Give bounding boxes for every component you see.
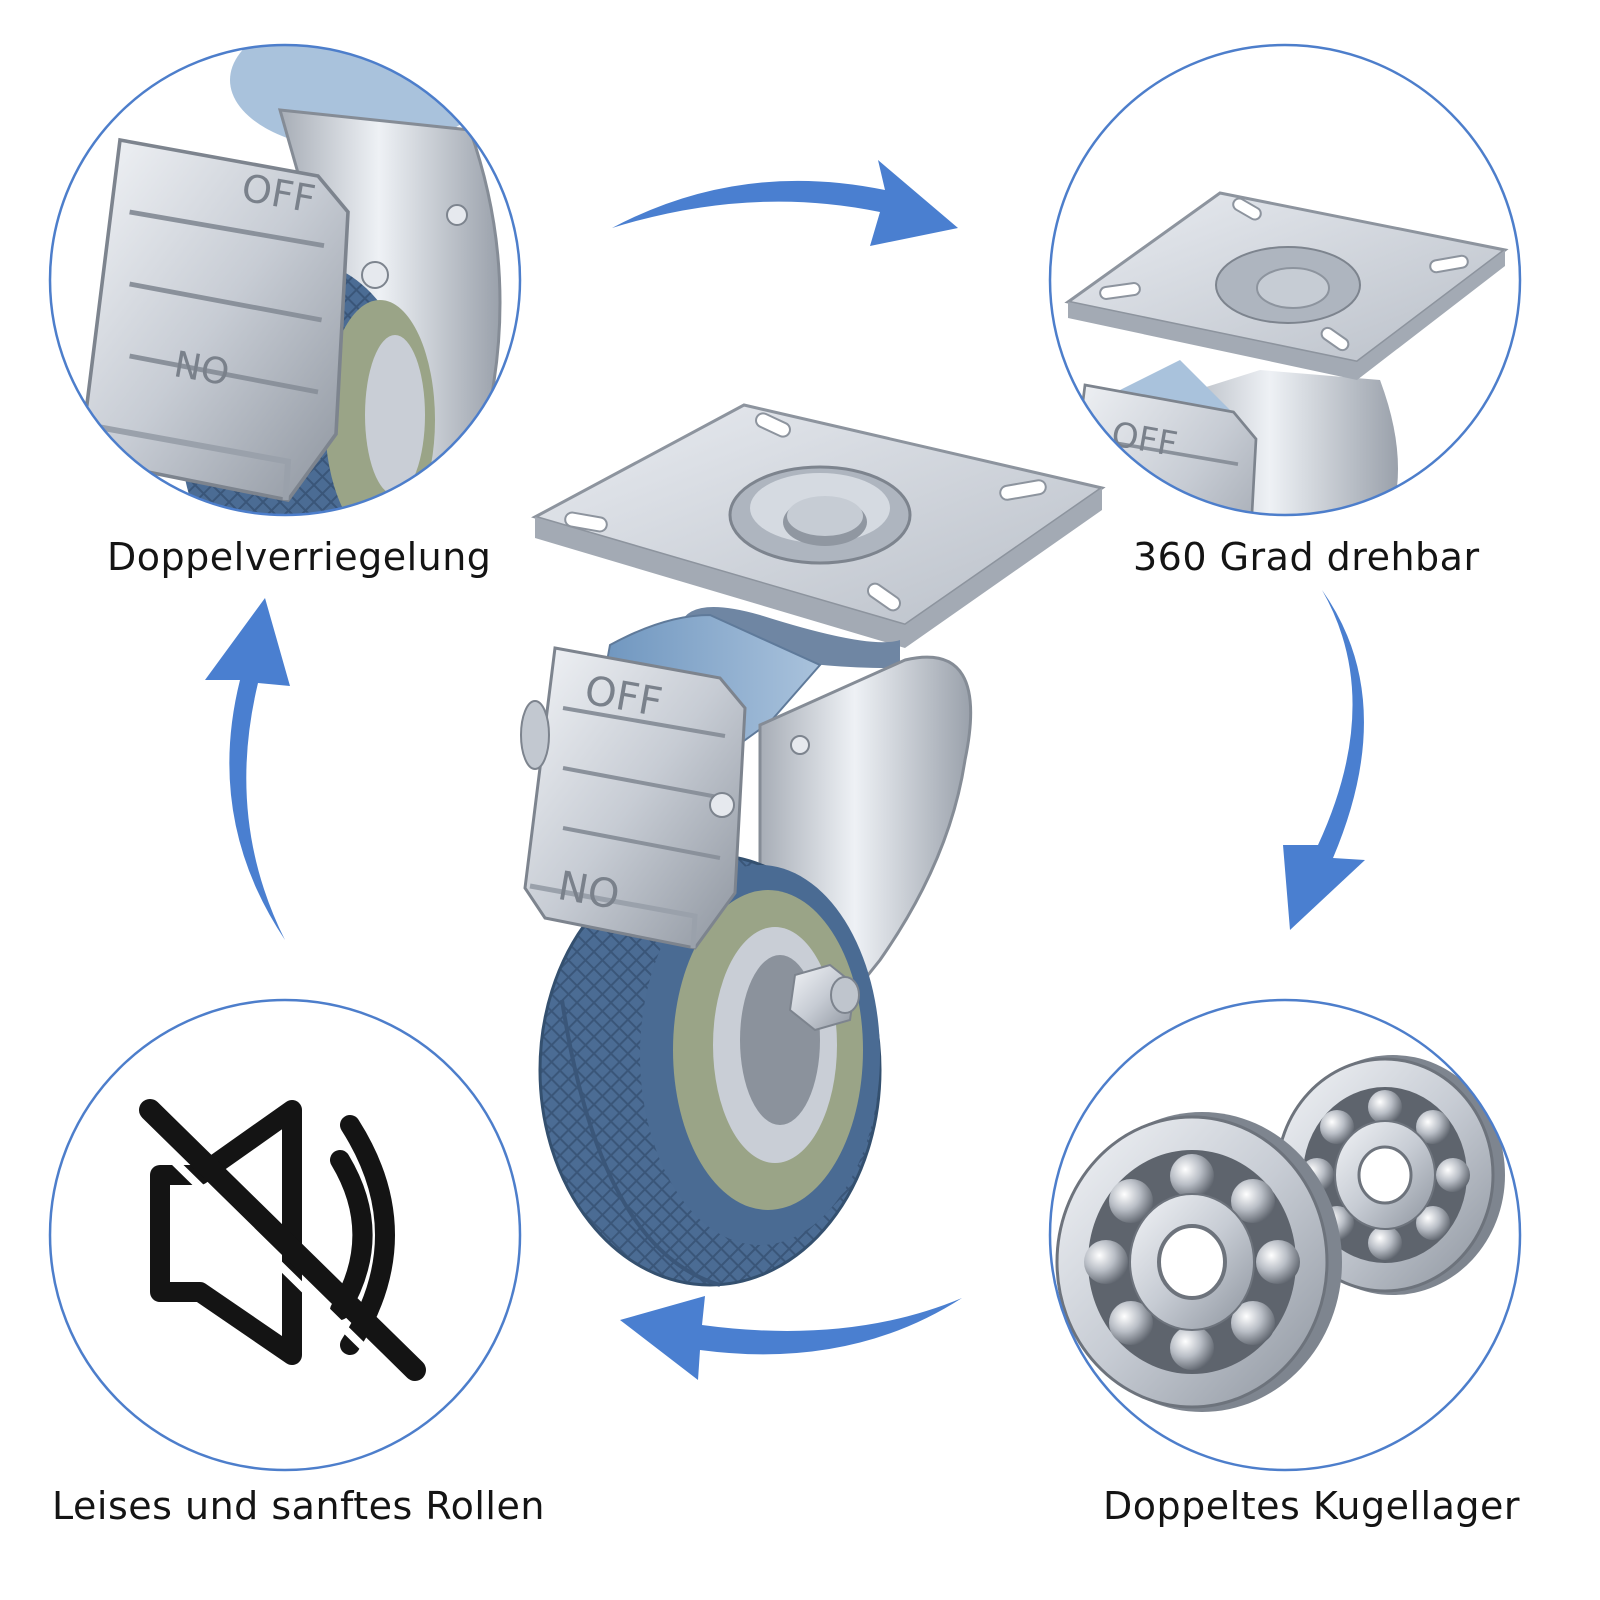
brake-on-text: ON: [555, 860, 623, 916]
feature-label-double-bearing: Doppeltes Kugellager: [1103, 1484, 1520, 1528]
brake-lock-detail-photo: OFF ON: [48, 43, 522, 517]
feature-label-double-lock: Doppelverriegelung: [107, 535, 492, 579]
feature-label-swivel: 360 Grad drehbar: [1133, 535, 1480, 579]
detail-brake-on-text: ON: [171, 341, 233, 391]
arrow-left: [205, 598, 290, 940]
ball-bearing-photo: [1048, 998, 1522, 1472]
feature-label-quiet-rolling: Leises und sanftes Rollen: [52, 1484, 545, 1528]
sound-off-icon: [48, 998, 522, 1472]
center-caster-wheel: OFF ON: [520, 403, 1106, 1287]
swivel-plate-detail-photo: OFF: [1048, 43, 1522, 517]
arrow-top: [612, 160, 958, 246]
arrow-bottom: [620, 1296, 962, 1380]
arrow-right: [1283, 590, 1365, 930]
cycle-arrows: [205, 160, 1365, 1380]
